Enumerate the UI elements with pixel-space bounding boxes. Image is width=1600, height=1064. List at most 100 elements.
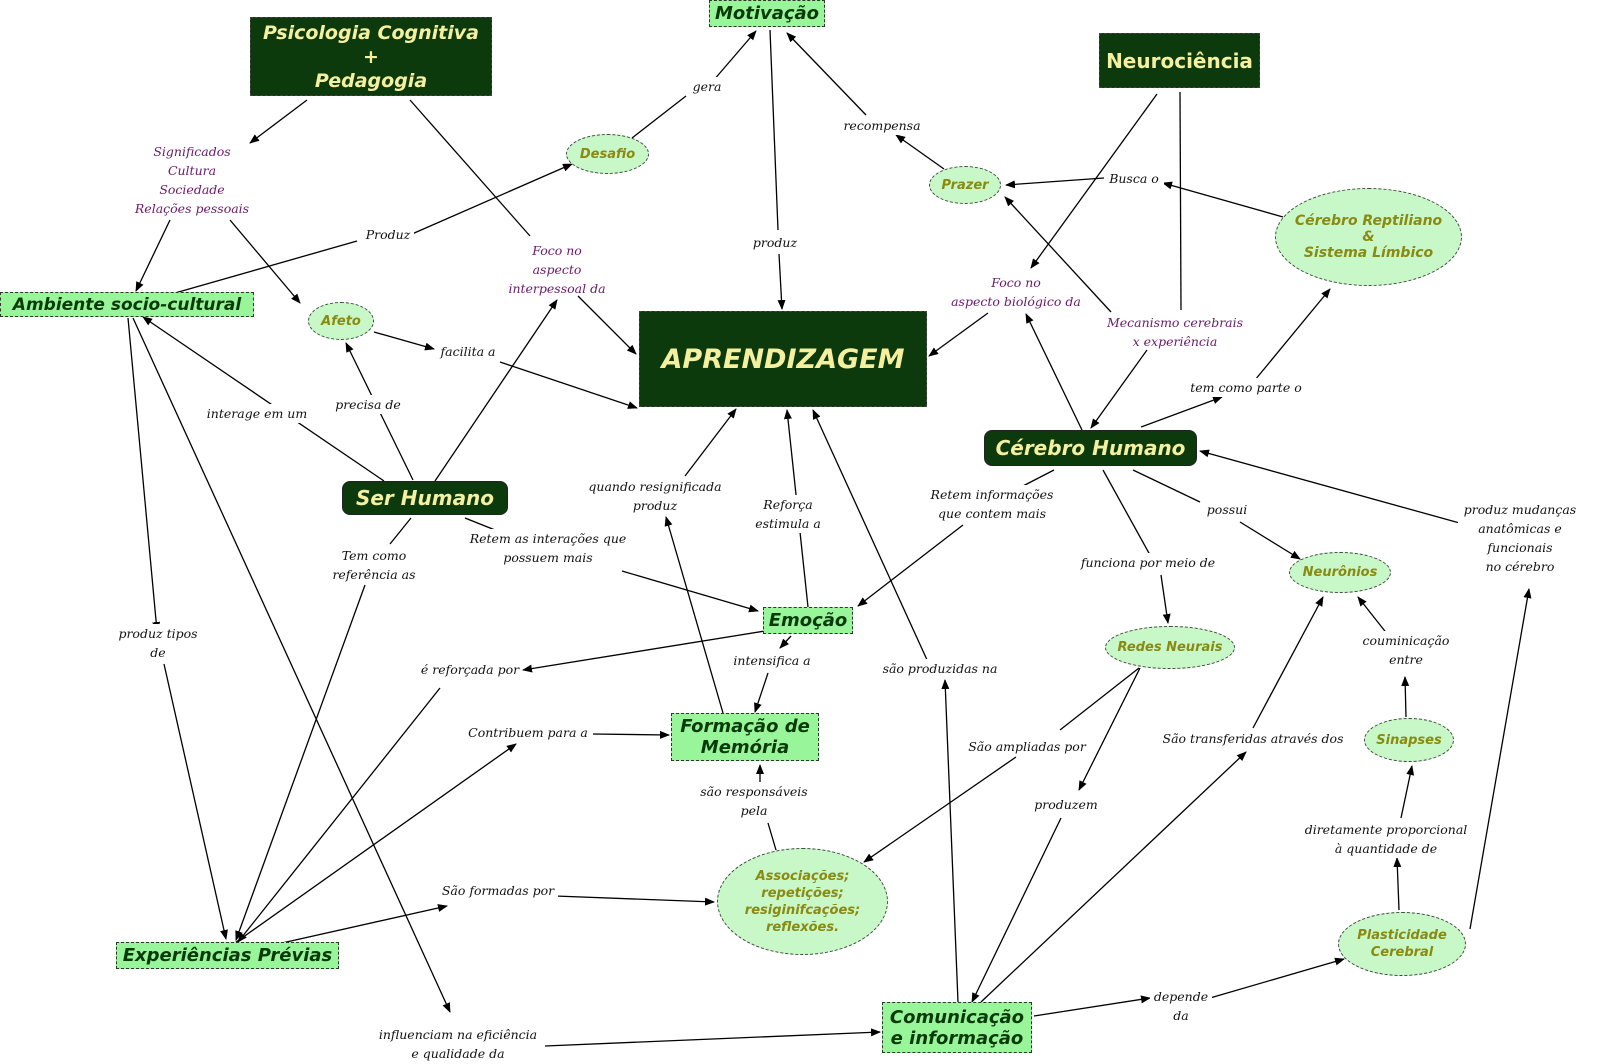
node-neurociencia[interactable]: Neurociência <box>1099 33 1260 88</box>
edge-quando-to-aprend <box>684 408 737 477</box>
edge-funciona-to-redes <box>1160 574 1171 624</box>
edge-plasticidade-produz-mudancas <box>1469 588 1532 930</box>
edge-cerebro-possui <box>1132 469 1201 503</box>
label-intensifica: intensifica a <box>725 651 819 670</box>
edge-emocao-intensifica <box>779 635 792 649</box>
label-facilita-a: facilita a <box>435 342 501 361</box>
edge-produz-tipos-to-exp <box>163 663 228 940</box>
edge-reptiliano-to-buscao <box>1162 181 1284 218</box>
label-retem-interacoes: Retem as interações que possuem mais <box>462 529 634 567</box>
node-experiencias-previas[interactable]: Experiências Prévias <box>116 942 339 969</box>
label-diretamente: diretamente proporcional à quantidade de <box>1298 820 1474 858</box>
edge-ser-retem-interacoes <box>464 517 496 531</box>
edge-diretamente-to-sinapses <box>1400 765 1415 819</box>
edge-cerebro-funciona <box>1102 469 1151 556</box>
edge-mecanismo-to-cerebro <box>1090 349 1148 429</box>
edge-prazer-recompensa <box>895 134 945 170</box>
edge-redes-sao-ampliadas <box>1059 667 1140 731</box>
edge-afeto-facilita <box>373 331 435 351</box>
label-foco-interpessoal: Foco no aspecto interpessoal da <box>508 243 606 296</box>
edge-ser-to-ambiente <box>142 316 385 482</box>
label-interage: interage em um <box>204 404 310 423</box>
edge-possui-to-neuronios <box>1239 521 1301 560</box>
node-cerebro-reptiliano[interactable]: Cérebro Reptiliano & Sistema Límbico <box>1275 188 1462 286</box>
label-depende: depende da <box>1150 987 1212 1025</box>
edge-neuro-mecanismo <box>1179 91 1182 311</box>
edge-recompensa-to-motivacao <box>786 32 867 116</box>
edge-memoria-quando <box>664 516 724 714</box>
label-produz-top: Produz <box>362 225 414 244</box>
label-retem-informacoes: Retem informações que contem mais <box>920 485 1064 523</box>
edge-comunicacao-to-transferidas <box>980 751 1247 1003</box>
label-foco-biologico: Foco no aspecto biológico da <box>951 275 1081 309</box>
node-plasticidade-cerebral[interactable]: Plasticidade Cerebral <box>1338 912 1466 976</box>
node-neuronios[interactable]: Neurônios <box>1289 552 1391 593</box>
label-e-reforcada: é reforçada por <box>418 660 522 679</box>
node-motivacao[interactable]: Motivação <box>709 0 825 27</box>
node-afeto[interactable]: Afeto <box>308 302 374 340</box>
edge-retem-interacoes-to-emocao <box>621 570 759 613</box>
node-desafio[interactable]: Desafio <box>566 134 649 174</box>
node-ambiente-socio-cultural[interactable]: Ambiente socio-cultural <box>0 292 254 317</box>
edge-buscao-to-prazer <box>1005 177 1105 189</box>
label-gera: gera <box>689 77 725 96</box>
edge-sao-ampliadas-to-assoc <box>863 756 1017 863</box>
edge-ambiente-produz <box>174 240 358 294</box>
label-sao-ampliadas: São ampliadas por <box>963 737 1091 756</box>
edge-produzem-to-comunicacao <box>971 817 1062 1003</box>
edge-comunicacao-sao-produzidas <box>941 679 959 1003</box>
node-formacao-memoria[interactable]: Formação de Memória <box>671 713 819 761</box>
label-precisa-de: precisa de <box>333 395 403 414</box>
node-ser-humano[interactable]: Ser Humano <box>342 481 508 515</box>
label-produz-tipos: produz tipos de <box>116 624 200 662</box>
edge-sinapses-coumunicacao <box>1401 676 1410 718</box>
edge-intensifica-to-memoria <box>754 672 769 713</box>
edge-depende-to-plasticidade <box>1209 957 1345 999</box>
node-aprendizagem[interactable]: APRENDIZAGEM <box>639 311 927 407</box>
label-tem-como-ref: Tem como referência as <box>326 546 422 584</box>
edge-facilita-to-aprend <box>499 361 638 409</box>
edge-comunicacao-depende <box>1033 995 1151 1017</box>
edge-mecanismo-to-prazer <box>1004 196 1112 313</box>
edge-exp-to-sao-formadas <box>281 904 448 944</box>
label-recompensa: recompensa <box>837 116 927 135</box>
node-comunicacao-informacao[interactable]: Comunicação e informação <box>882 1002 1032 1053</box>
edge-gera-to-motivacao <box>712 30 757 82</box>
node-emocao[interactable]: Emoção <box>763 607 853 634</box>
edge-contribuem-to-memoria <box>592 730 670 739</box>
edge-transferidas-to-neuronios <box>1252 596 1324 729</box>
edge-produz-to-aprend <box>777 253 786 310</box>
label-produz-mid: produz <box>749 233 801 252</box>
node-sinapses[interactable]: Sinapses <box>1364 718 1454 762</box>
node-psicologia-cognitiva[interactable]: Psicologia Cognitiva + Pedagogia <box>250 17 492 96</box>
edge-tem-como-ref-to-exp <box>235 584 366 941</box>
edge-assoc-responsaveis <box>767 822 777 851</box>
label-produz-mudancas: produz mudanças anatômicas e funcionais … <box>1458 500 1582 576</box>
node-redes-neurais[interactable]: Redes Neurais <box>1105 626 1235 669</box>
edge-foco-bio-to-aprend <box>928 312 989 357</box>
edge-significados-to-ambiente <box>135 219 171 292</box>
label-coumunicacao-entre: couminicação entre <box>1356 631 1456 669</box>
edge-motivacao-produz <box>769 29 779 231</box>
edge-sao-produzidas-to-aprend <box>812 409 929 663</box>
label-significados: Significados Cultura Sociedade Relações … <box>134 144 250 216</box>
edge-exp-to-contribuem <box>231 743 517 946</box>
edge-emocao-e-reforcada <box>522 630 766 673</box>
label-busca-o: Busca o <box>1104 169 1164 188</box>
label-quando-resignificada: quando resignificada produz <box>584 477 726 515</box>
edge-neuro-foco-bio <box>1030 93 1158 269</box>
edge-psi-foco-interp <box>409 99 531 237</box>
node-cerebro-humano[interactable]: Cérebro Humano <box>984 430 1197 466</box>
edge-sao-formadas-to-assoc <box>554 895 715 906</box>
label-sao-responsaveis: são responsáveis pela <box>696 782 812 820</box>
edge-foco-interp-to-aprend <box>577 295 637 355</box>
edge-psi-to-significados <box>249 99 308 144</box>
edge-influenciam-to-comunicacao <box>544 1028 881 1047</box>
edge-redes-produzem <box>1078 667 1141 791</box>
label-sao-produzidas: são produzidas na <box>879 659 1001 678</box>
label-sao-transferidas: São transferidas através dos <box>1160 729 1346 748</box>
node-associacoes[interactable]: Associações; repetições; resiginifcações… <box>717 848 888 955</box>
edge-desafio-gera <box>631 95 687 139</box>
node-prazer[interactable]: Prazer <box>929 166 1001 204</box>
label-contribuem: Contribuem para a <box>464 723 592 742</box>
